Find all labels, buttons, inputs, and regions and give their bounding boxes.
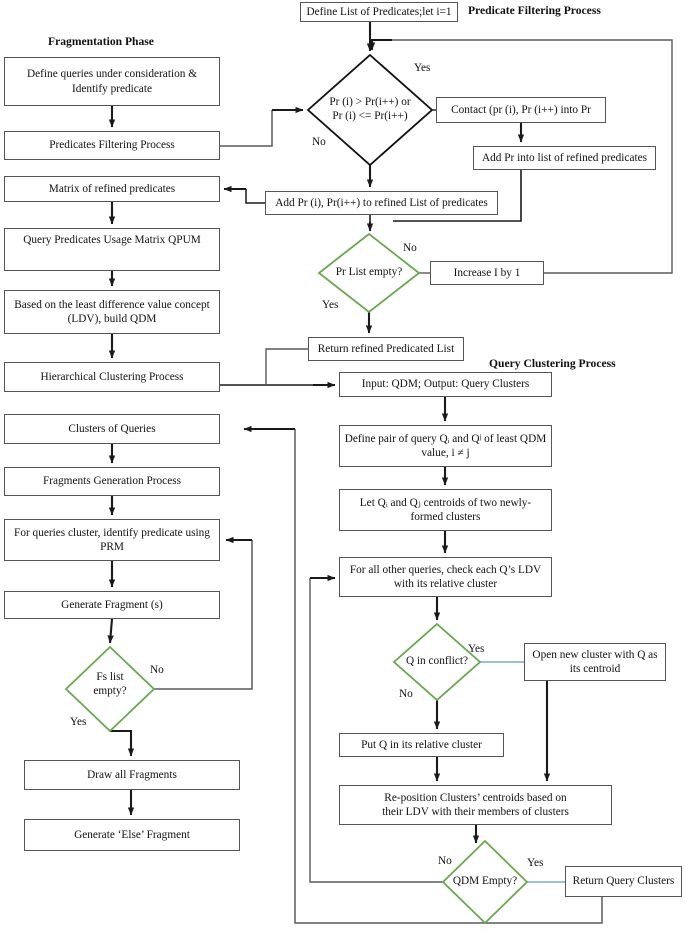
diamond-q-in-conflict <box>392 622 482 702</box>
wire-addprlist-down <box>393 170 522 222</box>
wire-qdmempty-no-left <box>309 578 443 883</box>
wire-addpr-to-matrix <box>245 189 265 204</box>
node-text: Matrix of refined predicates <box>48 182 176 195</box>
node-let-q-centroids[interactable]: Let Qᵢ and Qⱼ centroids of two newly-for… <box>339 489 552 531</box>
diamond-fs-list-empty <box>64 645 156 733</box>
node-increase-i-by-1[interactable]: Increase I by 1 <box>430 261 544 285</box>
node-check-each-q-ldv[interactable]: For all other queries, check each Q’s LD… <box>339 557 552 597</box>
node-generate-else-fragment[interactable]: Generate ‘Else’ Fragment <box>24 819 240 851</box>
node-text: Add Pr (i), Pr(i++) to refined List of p… <box>275 196 488 209</box>
wire-return-to-inputqdm <box>265 348 308 385</box>
node-add-pr-into-refined-list[interactable]: Add Pr into list of refined predicates <box>473 146 656 170</box>
node-re-position-clusters-centroids[interactable]: Re-position Clusters’ centroids based on… <box>339 785 612 825</box>
node-fragments-generation-process[interactable]: Fragments Generation Process <box>4 467 220 496</box>
node-input-qdm-output-clusters[interactable]: Input: QDM; Output: Query Clusters <box>339 372 552 397</box>
edge-label-yes-pr-list-empty: Yes <box>322 299 339 311</box>
node-return-query-clusters[interactable]: Return Query Clusters <box>565 866 682 897</box>
node-text: For queries cluster, identify predicate … <box>14 526 210 553</box>
node-return-refined-predicated-list[interactable]: Return refined Predicated List <box>308 337 464 361</box>
node-text: Let Qᵢ and Qⱼ centroids of two newly-for… <box>359 496 532 523</box>
node-predicates-filtering-process[interactable]: Predicates Filtering Process <box>4 131 220 160</box>
node-hierarchical-clustering-process[interactable]: Hierarchical Clustering Process <box>4 362 220 392</box>
wire-increase-back-top <box>392 39 673 274</box>
edge-label-no-qdm-empty: No <box>438 855 452 867</box>
node-generate-fragments[interactable]: Generate Fragment (s) <box>4 591 220 619</box>
wire-returnqc-down-left <box>294 429 603 924</box>
node-text: Query Predicates Usage Matrix QPUM <box>23 234 201 246</box>
edge-label-yes-q-in-conflict: Yes <box>468 643 485 655</box>
node-text: Re-position Clusters’ centroids based on… <box>382 791 569 818</box>
node-text: Contact (pr (i), Pr (i++) into Pr <box>451 103 591 116</box>
node-text: Based on the least difference value conc… <box>14 298 210 325</box>
node-text: Define queries under consideration &Iden… <box>26 68 198 95</box>
wire-filtering-to-decision <box>220 110 273 147</box>
node-text: For all other queries, check each Q’s LD… <box>349 563 542 590</box>
node-text: Define List of Predicates;let i=1 <box>306 5 452 18</box>
node-matrix-of-refined-predicates[interactable]: Matrix of refined predicates <box>4 176 220 202</box>
wire-genfrag-to-fslist <box>107 618 114 644</box>
node-text: Define pair of query Qᵢ and Qʲ of least … <box>344 432 547 459</box>
node-text: Return Query Clusters <box>572 875 675 888</box>
edge-label-no-q-in-conflict: No <box>399 688 413 700</box>
wire-increase-back-arrow <box>368 38 392 51</box>
node-text: Put Q in its relative cluster <box>361 738 482 751</box>
diamond-qdm-empty <box>441 839 529 925</box>
node-contact-pr-into-pr[interactable]: Contact (pr (i), Pr (i++) into Pr <box>436 97 606 123</box>
node-put-q-in-relative-cluster[interactable]: Put Q in its relative cluster <box>339 733 504 757</box>
node-identify-predicate-prm[interactable]: For queries cluster, identify predicate … <box>4 519 220 561</box>
node-define-pair-of-query[interactable]: Define pair of query Qᵢ and Qʲ of least … <box>339 425 552 467</box>
node-clusters-of-queries[interactable]: Clusters of Queries <box>4 414 220 444</box>
edge-label-yes-fs-list-empty: Yes <box>70 716 87 728</box>
node-text: Input: QDM; Output: Query Clusters <box>361 378 530 391</box>
node-text: Hierarchical Clustering Process <box>40 370 184 383</box>
node-add-pr-to-refined-list[interactable]: Add Pr (i), Pr(i++) to refined List of p… <box>265 191 498 215</box>
heading-query-clustering-process: Query Clustering Process <box>489 357 616 370</box>
node-text: Predicates Filtering Process <box>49 139 175 152</box>
node-define-queries[interactable]: Define queries under consideration &Iden… <box>4 57 220 106</box>
node-define-list-of-predicates[interactable]: Define List of Predicates;let i=1 <box>300 2 458 22</box>
node-text: Generate ‘Else’ Fragment <box>74 828 190 841</box>
diamond-pr-compare <box>306 53 434 167</box>
node-draw-all-fragments[interactable]: Draw all Fragments <box>24 760 240 790</box>
heading-predicate-filtering-process: Predicate Filtering Process <box>468 4 601 17</box>
diamond-pr-list-empty <box>317 232 421 314</box>
node-text: Return refined Predicated List <box>317 342 455 355</box>
heading-fragmentation-phase: Fragmentation Phase <box>48 35 154 48</box>
node-text: Generate Fragment (s) <box>61 598 163 611</box>
wire-fslist-yes-to-draw <box>110 729 135 757</box>
node-query-predicates-usage-matrix[interactable]: Query Predicates Usage Matrix QPUM <box>4 228 220 271</box>
edge-label-no-pr-compare: No <box>312 136 326 148</box>
node-text: Increase I by 1 <box>453 266 521 279</box>
node-build-qdm[interactable]: Based on the least difference value conc… <box>4 290 220 334</box>
wire-fslist-no-loop <box>154 540 253 690</box>
node-text: Add Pr into list of refined predicates <box>481 151 648 164</box>
edge-label-no-pr-list-empty: No <box>403 242 417 254</box>
edge-label-yes-pr-compare: Yes <box>414 62 431 74</box>
node-text: Fragments Generation Process <box>42 475 182 488</box>
edge-label-yes-qdm-empty: Yes <box>527 857 544 869</box>
edge-label-no-fs-list-empty: No <box>150 664 164 676</box>
node-text: Clusters of Queries <box>68 422 156 435</box>
node-text: Draw all Fragments <box>87 768 177 781</box>
